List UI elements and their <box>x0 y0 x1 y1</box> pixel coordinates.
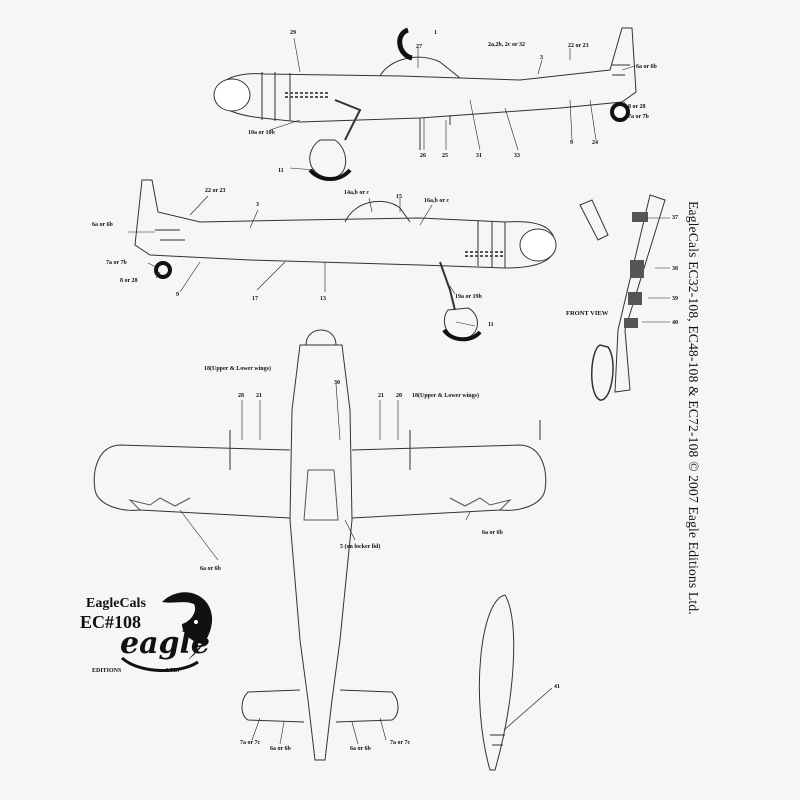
callout-31: 31 <box>476 153 482 159</box>
callout-41: 41 <box>554 684 560 690</box>
logo-sub-left: EDITIONS <box>92 668 122 674</box>
callout-21-right: 21 <box>378 393 384 399</box>
callout-6a-mid: 6a or 6b <box>92 222 113 228</box>
right-profile-view <box>134 179 557 342</box>
callout-6a-plan-left: 6a or 6b <box>200 566 221 572</box>
callout-8-28-top: 8 or 28 <box>628 104 646 110</box>
eagle-head-icon <box>121 592 213 672</box>
callout-7a-mid: 7a or 7b <box>106 260 127 266</box>
callout-21-left: 21 <box>256 393 262 399</box>
callout-14: 14a,b or c <box>344 190 370 196</box>
callout-9-mid: 9 <box>176 292 179 298</box>
callout-37: 37 <box>672 215 678 221</box>
callout-17: 17 <box>252 296 258 302</box>
callout-10: 10a or 10b <box>248 130 275 136</box>
front-view-label: FRONT VIEW <box>566 310 609 317</box>
callout-6a-tail-left: 6a or 6b <box>270 746 291 752</box>
callout-38: 38 <box>672 266 678 272</box>
callout-8-28-mid: 8 or 28 <box>120 278 138 284</box>
plan-view <box>93 329 547 761</box>
callout-25: 25 <box>442 153 448 159</box>
callout-30: 30 <box>334 380 340 386</box>
callout-22-23-top: 22 or 23 <box>568 43 589 49</box>
callout-24: 24 <box>592 140 598 146</box>
logo-line2: EC#108 <box>80 612 142 632</box>
callout-28: 28 <box>238 393 244 399</box>
callout-7a-tail-right: 7a or 7c <box>390 740 411 746</box>
callout-40: 40 <box>672 320 678 326</box>
left-profile-view <box>213 27 637 181</box>
callout-18-right: 18(Upper & Lower wings) <box>412 393 479 399</box>
copyright-credit: EagleCals EC32-108, EC48-108 & EC72-108 … <box>686 201 701 615</box>
callout-27: 27 <box>416 44 422 50</box>
callout-16: 16a,b or c <box>424 198 450 204</box>
callout-11-top: 11 <box>278 168 284 174</box>
callout-29: 29 <box>290 30 296 36</box>
callout-26: 26 <box>420 153 426 159</box>
callout-6a-top: 6a or 6b <box>636 64 657 70</box>
callout-33: 33 <box>514 153 520 159</box>
callout-15: 15 <box>396 194 402 200</box>
callout-3: 3 <box>540 55 543 61</box>
callout-1: 1 <box>434 30 437 36</box>
callout-7a-tail-left: 7a or 7c <box>240 740 261 746</box>
propeller-blade <box>478 594 553 771</box>
callout-13: 13 <box>320 296 326 302</box>
callout-18-left: 18(Upper & Lower wings) <box>204 366 271 372</box>
eagle-editions-logo: EagleCals EC#108 eagle EDITIONS LTD. <box>70 582 220 682</box>
callout-3-mid: 3 <box>256 202 259 208</box>
callout-5: 5 (on locker lid) <box>340 544 381 550</box>
callout-11-mid: 11 <box>488 322 494 328</box>
front-view <box>579 194 666 401</box>
callout-6a-tail-right: 6a or 6b <box>350 746 371 752</box>
callout-9-top: 9 <box>570 140 573 146</box>
callout-6a-plan-right: 6a or 6b <box>482 530 503 536</box>
callout-7a-top: 7a or 7b <box>628 114 649 120</box>
callout-39: 39 <box>672 296 678 302</box>
callout-19: 19a or 19b <box>455 294 482 300</box>
logo-line1: EagleCals <box>86 596 146 611</box>
callout-20: 20 <box>396 393 402 399</box>
leader-lines <box>128 37 670 745</box>
callout-2abc: 2a,2b, 2c or 32 <box>488 42 526 48</box>
callout-22-23-mid: 22 or 23 <box>205 188 226 194</box>
